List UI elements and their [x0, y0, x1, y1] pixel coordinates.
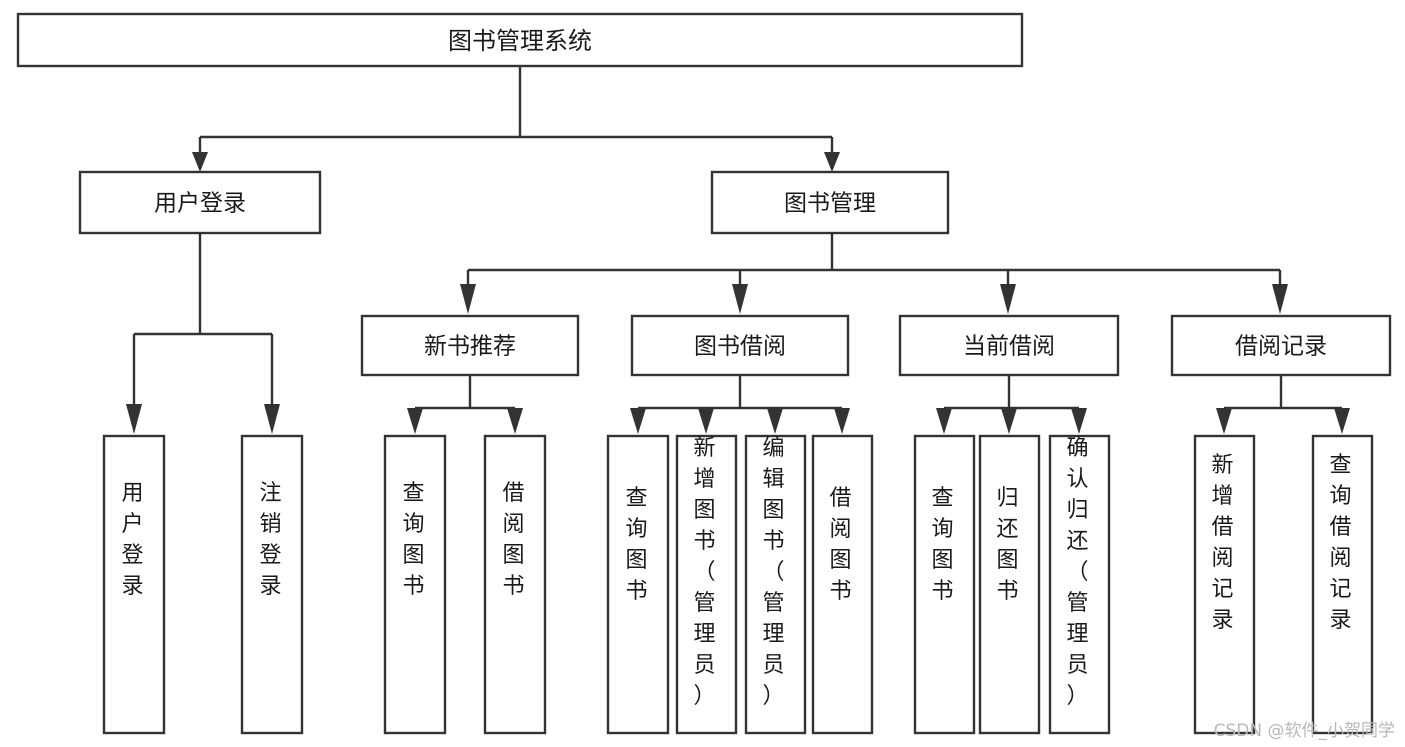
node-book-borrow-box — [630, 314, 850, 377]
node-root-box — [16, 12, 1024, 68]
leaf-user-login-2-label: 注销登录 — [259, 481, 284, 599]
arrow-head-currentborrow-l2 — [1001, 408, 1017, 434]
leaf-borrow-record-2-box — [1311, 434, 1374, 735]
leaf-new-book-1-label: 查询图书 — [402, 481, 427, 599]
arrow-head-currentborrow-l3 — [1071, 408, 1087, 434]
arrow-head-bookmgmt — [824, 152, 840, 172]
leaf-current-borrow-1-box — [913, 434, 976, 735]
leaf-book-borrow-2-box — [675, 434, 738, 735]
node-current-borrow-box — [898, 314, 1120, 377]
node-book-management-box — [710, 170, 950, 235]
leaf-current-borrow-1-label: 查询图书 — [931, 486, 956, 604]
arrow-head-bookborrow-l2 — [698, 408, 714, 434]
arrow-head-userlogin-l1 — [126, 404, 142, 434]
node-borrow-record[interactable]: 借阅记录 — [1170, 314, 1392, 377]
leaf-current-borrow-2-label: 归还图书 — [996, 486, 1021, 604]
leaf-new-book-2[interactable]: 借阅图书 — [483, 434, 547, 735]
leaf-book-borrow-1-label: 查询图书 — [625, 486, 650, 604]
node-root-label: 图书管理系统 — [448, 27, 592, 55]
node-user-login-label: 用户登录 — [154, 191, 246, 217]
node-current-borrow-label: 当前借阅 — [963, 334, 1055, 360]
leaf-book-borrow-1-box — [606, 434, 670, 735]
leaf-current-borrow-3-label: 确认归还（管理员） — [1066, 436, 1091, 709]
node-new-book-recommend[interactable]: 新书推荐 — [360, 314, 580, 377]
node-borrow-record-label: 借阅记录 — [1235, 334, 1327, 360]
node-user-login[interactable]: 用户登录 — [78, 170, 322, 235]
node-user-login-box — [78, 170, 322, 235]
leaf-user-login-1-label: 用户登录 — [121, 481, 146, 599]
leaf-book-borrow-3-box — [744, 434, 807, 735]
leaf-book-borrow-2-label: 新增图书（管理员） — [693, 436, 718, 709]
arrow-head-borrowrecord-l1 — [1216, 408, 1232, 434]
leaf-new-book-2-box — [483, 434, 547, 735]
leaf-new-book-1-box — [383, 434, 447, 735]
leaf-borrow-record-2-label: 查询借阅记录 — [1329, 453, 1354, 633]
connectors-group — [126, 66, 1350, 434]
node-new-book-recommend-box — [360, 314, 580, 377]
leaf-book-borrow-3[interactable]: 编辑图书（管理员） — [744, 434, 807, 735]
leaf-book-borrow-1[interactable]: 查询图书 — [606, 434, 670, 735]
leaf-book-borrow-3-label: 编辑图书（管理员） — [762, 436, 787, 709]
node-new-book-recommend-label: 新书推荐 — [424, 334, 516, 360]
arrow-head-currentborrow — [1000, 284, 1016, 314]
arrow-head-userlogin-l2 — [264, 404, 280, 434]
leaf-book-borrow-4[interactable]: 借阅图书 — [811, 434, 874, 735]
leaf-current-borrow-1[interactable]: 查询图书 — [913, 434, 976, 735]
leaf-borrow-record-1[interactable]: 新增借阅记录 — [1193, 434, 1256, 735]
arrow-head-bookborrow — [732, 284, 748, 314]
leaf-book-borrow-4-label: 借阅图书 — [829, 486, 854, 604]
arrow-head-userlogin — [192, 152, 208, 172]
leaf-new-book-2-label: 借阅图书 — [502, 481, 527, 599]
leaf-book-borrow-2[interactable]: 新增图书（管理员） — [675, 434, 738, 735]
node-borrow-record-box — [1170, 314, 1392, 377]
leaf-user-login-2-box — [240, 434, 304, 735]
leaf-user-login-1[interactable]: 用户登录 — [102, 434, 166, 735]
arrow-head-bookborrow-l1 — [630, 408, 646, 434]
node-book-management-label: 图书管理 — [784, 191, 876, 217]
leaf-borrow-record-1-box — [1193, 434, 1256, 735]
arrow-head-bookborrow-l4 — [834, 408, 850, 434]
leaf-borrow-record-1-label: 新增借阅记录 — [1211, 453, 1236, 633]
node-book-borrow[interactable]: 图书借阅 — [630, 314, 850, 377]
arrow-head-newbook — [460, 284, 476, 314]
node-book-management[interactable]: 图书管理 — [710, 170, 950, 235]
node-book-borrow-label: 图书借阅 — [694, 334, 786, 360]
arrow-head-newbook-l2 — [507, 408, 523, 434]
leaf-current-borrow-2-box — [978, 434, 1041, 735]
arrow-head-newbook-l1 — [407, 408, 423, 434]
leaf-current-borrow-3-box — [1048, 434, 1111, 735]
leaf-current-borrow-2[interactable]: 归还图书 — [978, 434, 1041, 735]
arrow-head-borrowrecord-l2 — [1334, 408, 1350, 434]
arrow-head-currentborrow-l1 — [936, 408, 952, 434]
arrow-head-bookborrow-l3 — [767, 408, 783, 434]
leaf-user-login-1-box — [102, 434, 166, 735]
arrow-head-borrowrecord — [1272, 284, 1288, 314]
leaf-user-login-2[interactable]: 注销登录 — [240, 434, 304, 735]
node-root-book-management-system[interactable]: 图书管理系统 — [16, 12, 1024, 68]
csdn-watermark: CSDN @软件_小贺同学 — [1213, 721, 1395, 741]
leaf-borrow-record-2[interactable]: 查询借阅记录 — [1311, 434, 1374, 735]
leaf-current-borrow-3[interactable]: 确认归还（管理员） — [1048, 434, 1111, 735]
leaf-book-borrow-4-box — [811, 434, 874, 735]
node-current-borrow[interactable]: 当前借阅 — [898, 314, 1120, 377]
leaf-new-book-1[interactable]: 查询图书 — [383, 434, 447, 735]
